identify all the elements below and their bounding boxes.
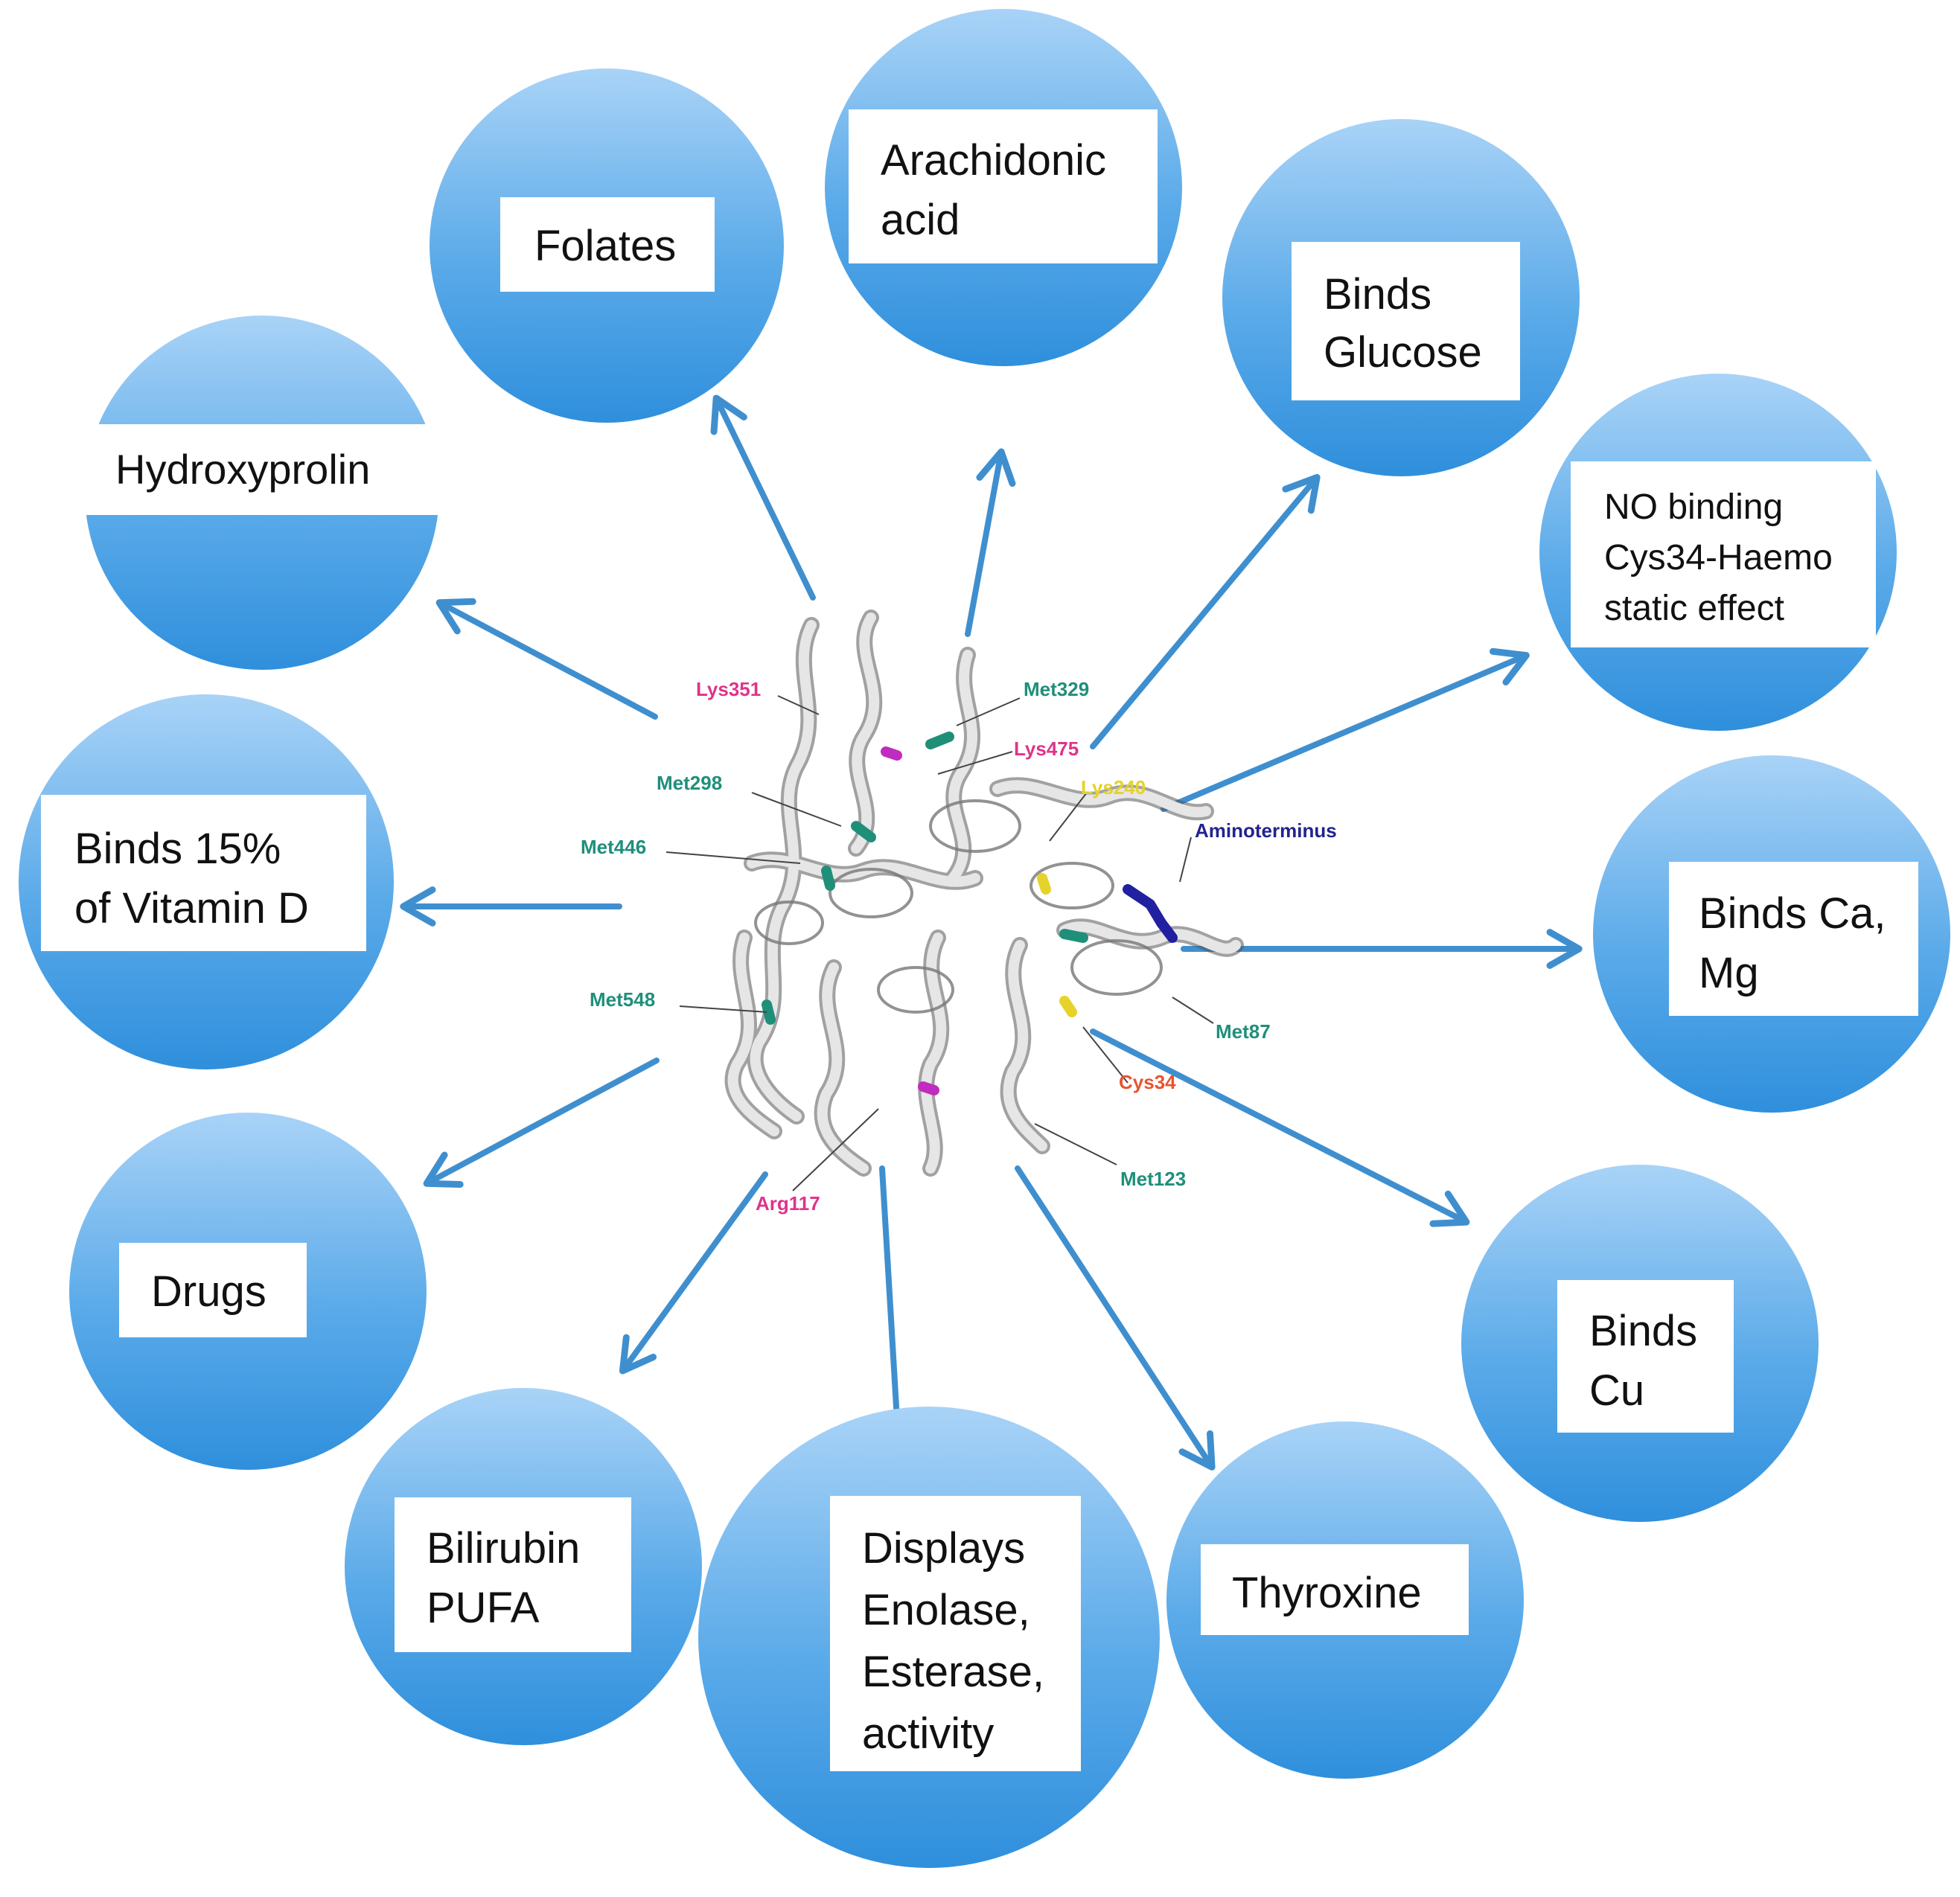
- bubble-label-line: Binds: [1324, 270, 1431, 319]
- bubble-label-line: PUFA: [427, 1584, 540, 1632]
- bubble-hydroxyprolin: Hydroxyprolin: [82, 316, 439, 670]
- residue-met446: Met446: [581, 836, 646, 858]
- arrow-folates: [710, 394, 816, 601]
- bubble-label-line: Binds 15%: [74, 825, 281, 873]
- arrow-arachidonic: [965, 448, 1016, 637]
- bubble-label-line: NO binding: [1604, 487, 1783, 527]
- bubble-label-line: Enolase,: [862, 1586, 1030, 1634]
- bubble-label-line: Hydroxyprolin: [115, 446, 370, 493]
- bubble-label-box: [500, 197, 715, 292]
- arrow-bilirubin: [619, 1171, 768, 1375]
- bubble-label-line: acid: [881, 196, 960, 244]
- bubble-label-line: Binds: [1589, 1307, 1697, 1355]
- bubble-label-line: activity: [862, 1709, 994, 1758]
- bubble-label-box: [41, 795, 366, 951]
- bubble-vitamin-d: Binds 15% of Vitamin D: [19, 694, 394, 1069]
- bubble-label-line: Arachidonic: [881, 136, 1106, 185]
- bubble-label-line: Mg: [1699, 949, 1759, 997]
- bubble-arachidonic: Arachidonic acid: [825, 9, 1182, 366]
- arrows: [400, 394, 1583, 1471]
- residue-met123: Met123: [1120, 1168, 1186, 1190]
- arrow-glucose: [1090, 473, 1321, 749]
- bubble-label-box: [1292, 242, 1520, 400]
- residue-lys351: Lys351: [696, 678, 761, 700]
- arrow-no-binding: [1161, 647, 1530, 812]
- bubble-label-line: Cys34-Haemo: [1604, 538, 1833, 578]
- bubble-label-line: static effect: [1604, 589, 1784, 628]
- residue-lys475: Lys475: [1014, 738, 1079, 760]
- residue-met298: Met298: [657, 772, 722, 794]
- bubble-label-line: Cu: [1589, 1366, 1644, 1415]
- bubbles: HydroxyprolinFolatesArachidonicacidBinds…: [19, 9, 1950, 1868]
- bubble-label-box: [1201, 1544, 1469, 1635]
- bubble-label-box: [830, 1496, 1081, 1771]
- bubble-label-line: Thyroxine: [1232, 1569, 1422, 1617]
- arrow-drugs: [423, 1058, 660, 1189]
- residue-lys240: Lys240: [1081, 776, 1146, 799]
- bubble-label-line: Displays: [862, 1524, 1025, 1573]
- bubble-label-line: Binds Ca,: [1699, 889, 1886, 938]
- bubble-label-line: Folates: [534, 222, 676, 270]
- bubble-drugs: Drugs: [69, 1113, 427, 1470]
- bubble-label-box: [1571, 461, 1876, 647]
- bubble-label-line: Esterase,: [862, 1648, 1044, 1696]
- bubble-folates: Folates: [430, 68, 784, 423]
- bubble-label-box: [849, 109, 1158, 263]
- bubble-label-box: [1669, 862, 1918, 1016]
- bubble-label-box: [395, 1497, 631, 1652]
- arrow-thyroxine: [1015, 1165, 1216, 1471]
- bubble-thyroxine: Thyroxine: [1166, 1421, 1524, 1779]
- bubble-label-line: of Vitamin D: [74, 884, 309, 932]
- residue-met548: Met548: [590, 988, 655, 1011]
- bubble-label-line: Drugs: [151, 1267, 266, 1316]
- arrow-hydroxyprolin: [435, 598, 658, 720]
- residue-labels: Lys351 Met329 Lys475 Met298 Lys240 Met44…: [581, 678, 1337, 1215]
- bubble-label-box: [1557, 1280, 1734, 1433]
- bubble-ca-mg: Binds Ca, Mg: [1593, 755, 1950, 1113]
- residue-met329: Met329: [1024, 678, 1089, 700]
- bubble-label-line: Bilirubin: [427, 1524, 580, 1573]
- residue-arg117: Arg117: [756, 1192, 820, 1215]
- residue-leaders: [665, 695, 1214, 1191]
- residue-aminoterminus: Aminoterminus: [1195, 819, 1337, 842]
- bubble-label-line: Glucose: [1324, 328, 1482, 377]
- residue-cys34: Cys34: [1119, 1071, 1176, 1093]
- bubble-label-box: [119, 1243, 307, 1337]
- arrow-cu: [1090, 1029, 1470, 1227]
- bubble-label-box: [82, 424, 439, 515]
- residue-met87: Met87: [1216, 1020, 1271, 1043]
